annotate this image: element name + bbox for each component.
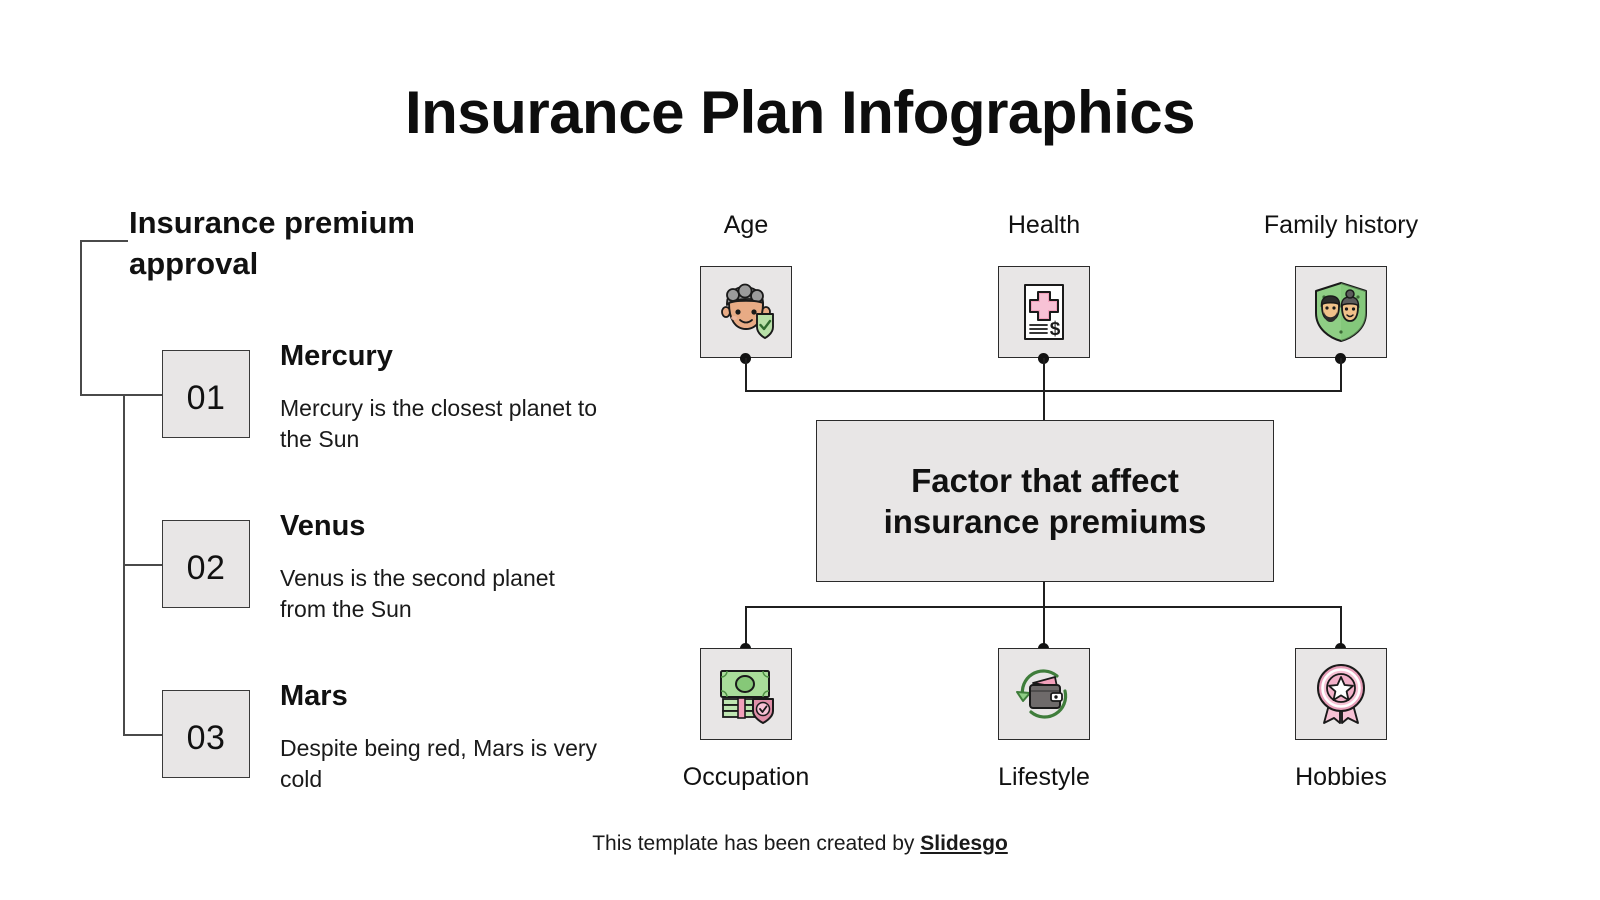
top-icon-box-health[interactable]: $ xyxy=(998,266,1090,358)
center-factor-box[interactable]: Factor that affect insurance premiums xyxy=(816,420,1274,582)
footer-brand-link[interactable]: Slidesgo xyxy=(920,832,1008,855)
bottom-node-label-lifestyle: Lifestyle xyxy=(998,763,1090,791)
number-box-03[interactable]: 03 xyxy=(162,690,250,778)
bracket-stub-line-03 xyxy=(123,734,162,736)
top-icon-box-family-history[interactable] xyxy=(1295,266,1387,358)
left-list-panel: Insurance premium approval 01 Mercury Me… xyxy=(0,190,640,830)
number-box-02-label: 02 xyxy=(186,548,226,587)
item-title-03: Mars xyxy=(280,680,348,712)
bottom-icon-box-hobbies[interactable] xyxy=(1295,648,1387,740)
connector-line-age-vertical xyxy=(745,358,747,391)
item-title-02: Venus xyxy=(280,510,366,542)
bracket-left-line xyxy=(80,240,82,395)
connector-line-health-vertical xyxy=(1043,358,1045,420)
left-panel-heading: Insurance premium approval xyxy=(129,205,415,282)
item-title-01: Mercury xyxy=(280,340,393,372)
award-ribbon-icon xyxy=(1317,664,1365,724)
connector-line-bottom-horizontal xyxy=(745,606,1342,608)
page-title: Insurance Plan Infographics xyxy=(404,79,1196,146)
wallet-refresh-icon xyxy=(1016,669,1068,719)
number-box-01-label: 01 xyxy=(186,378,226,417)
item-description-01: Mercury is the closest planet to the Sun xyxy=(280,395,598,452)
number-box-02[interactable]: 02 xyxy=(162,520,250,608)
center-factor-line-1: Factor that affect xyxy=(911,461,1179,499)
connector-line-family-history-vertical xyxy=(1340,358,1342,391)
top-icon-box-age[interactable] xyxy=(700,266,792,358)
bottom-icon-box-lifestyle[interactable] xyxy=(998,648,1090,740)
number-box-01[interactable]: 01 xyxy=(162,350,250,438)
bottom-node-label-hobbies: Hobbies xyxy=(1295,763,1387,791)
bracket-bottom-line xyxy=(80,394,124,396)
footer-credit: This template has been created by Slides… xyxy=(0,832,1600,856)
top-node-label-family-history: Family history xyxy=(1263,211,1419,239)
connector-line-top-horizontal xyxy=(745,390,1342,392)
connector-line-occupation-vertical xyxy=(745,606,747,648)
bracket-stub-line-01 xyxy=(123,394,162,396)
top-node-label-health: Health xyxy=(1007,211,1081,239)
elderly-person-shield-icon xyxy=(721,283,774,339)
item-description-03: Despite being red, Mars is very cold xyxy=(280,735,598,792)
center-factor-line-2: insurance premiums xyxy=(883,503,1207,540)
medical-bill-icon: $ xyxy=(1024,284,1064,340)
family-shield-icon xyxy=(1315,282,1367,342)
money-shield-icon xyxy=(720,670,774,724)
connector-line-center-bottom-vertical xyxy=(1043,582,1045,648)
bracket-stub-line-02 xyxy=(123,564,162,566)
bracket-top-line xyxy=(80,240,128,242)
factors-diagram: Age Health Family history xyxy=(640,190,1600,830)
bottom-icon-box-occupation[interactable] xyxy=(700,648,792,740)
item-description-02: Venus is the second planet from the Sun xyxy=(280,565,555,622)
top-node-label-age: Age xyxy=(723,211,769,239)
connector-line-hobbies-vertical xyxy=(1340,606,1342,648)
number-box-03-label: 03 xyxy=(186,718,226,757)
footer-credit-text: This template has been created by xyxy=(592,832,921,855)
bottom-node-label-occupation: Occupation xyxy=(682,763,810,791)
svg-text:$: $ xyxy=(1050,319,1061,340)
center-factor-text: Factor that affect insurance premiums xyxy=(866,460,1225,543)
